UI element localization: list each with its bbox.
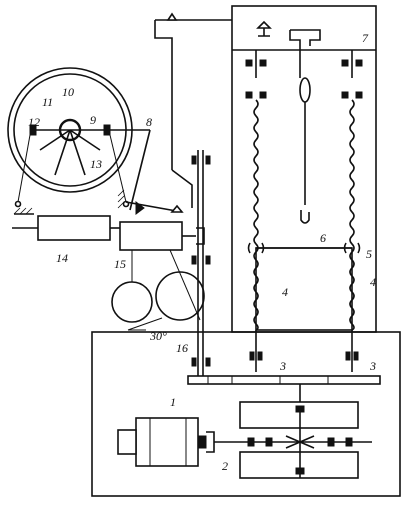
top-rigging (154, 12, 232, 208)
crossbar-6 (247, 242, 361, 331)
motor-1 (117, 417, 215, 467)
label-4a: 4 (282, 285, 288, 299)
label-7: 7 (362, 31, 369, 45)
lever-8 (110, 129, 184, 215)
unit-15 (119, 221, 205, 251)
label-2: 2 (222, 459, 228, 473)
label-1: 1 (170, 395, 176, 409)
label-6: 6 (320, 231, 326, 245)
label-9: 9 (90, 113, 96, 127)
label-8: 8 (146, 115, 152, 129)
label-12: 12 (28, 115, 40, 129)
cylinder-14 (12, 207, 120, 241)
label-11: 11 (42, 95, 53, 109)
label-5: 5 (366, 247, 372, 261)
label-14: 14 (56, 251, 68, 265)
shaft-16 (191, 150, 211, 384)
labels: 1 2 3 3 4 4 5 6 7 8 9 10 11 12 13 14 15 … (28, 31, 376, 473)
gearbox-2 (214, 401, 372, 479)
label-13: 13 (90, 157, 102, 171)
base-housing (91, 331, 401, 497)
label-16: 16 (176, 341, 188, 355)
label-3b: 3 (369, 359, 376, 373)
label-3a: 3 (279, 359, 286, 373)
label-15: 15 (114, 257, 126, 271)
label-4b: 4 (370, 275, 376, 289)
label-10: 10 (62, 85, 74, 99)
cams (111, 249, 205, 331)
center-hook (299, 46, 311, 224)
label-angle: 30° (149, 329, 167, 343)
